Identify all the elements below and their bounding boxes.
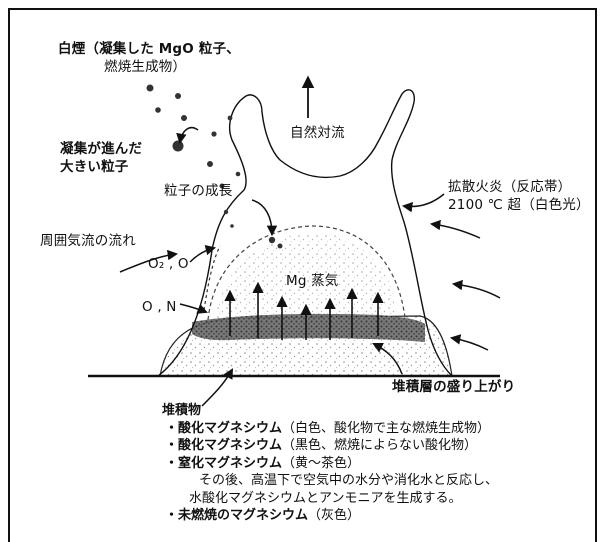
deposit-item-2-name: ・酸化マグネシウム xyxy=(165,438,282,453)
aggregated-particles-label-line1: 凝集が進んだ xyxy=(60,140,142,158)
diffusion-flame-label-line2: 2100 ℃ 超（白色光） xyxy=(448,196,590,214)
deposit-item-unburned-name: ・未燃焼のマグネシウム xyxy=(165,508,308,523)
deposits-list: 堆積物 ・酸化マグネシウム（白色、酸化物で主な燃焼生成物） ・酸化マグネシウム（… xyxy=(165,402,498,525)
deposit-item-1-name: ・酸化マグネシウム xyxy=(165,421,282,436)
diffusion-flame-label-line1: 拡散火炎（反応帯） xyxy=(448,178,571,196)
deposit-item-1: ・酸化マグネシウム（白色、酸化物で主な燃焼生成物） xyxy=(165,420,498,438)
deposit-rise-label: 堆積層の盛り上がり xyxy=(392,378,515,396)
natural-convection-label: 自然対流 xyxy=(290,124,345,142)
deposit-item-2: ・酸化マグネシウム（黒色、燃焼によらない酸化物） xyxy=(165,437,498,455)
deposit-item-unburned: ・未燃焼のマグネシウム（灰色） xyxy=(165,507,498,525)
nitride-note-line1: その後、高温下で空気中の水分や消化水と反応し、 xyxy=(165,472,498,490)
particle-growth-label: 粒子の成長 xyxy=(164,182,233,200)
white-smoke-text-1: 白煙（凝集した MgO 粒子、 xyxy=(58,41,240,57)
white-smoke-text-2: 燃焼生成物） xyxy=(104,59,186,75)
o-n-label: O , N xyxy=(142,298,177,316)
white-smoke-label-line2: 燃焼生成物） xyxy=(104,58,186,76)
deposit-item-1-desc: （白色、酸化物で主な燃焼生成物） xyxy=(282,421,490,436)
deposits-title: 堆積物 xyxy=(162,402,498,420)
o2-o-label: O₂ , O xyxy=(148,255,189,273)
deposit-item-3-name: ・窒化マグネシウム xyxy=(165,456,282,471)
aggregated-particles-label-line2: 大きい粒子 xyxy=(60,158,129,176)
ambient-flow-label: 周囲気流の流れ xyxy=(40,232,136,250)
deposit-item-3: ・窒化マグネシウム（黄～茶色） xyxy=(165,455,498,473)
mg-vapor-label: Mg 蒸気 xyxy=(286,272,339,290)
nitride-note-line2: 水酸化マグネシウムとアンモニアを生成する。 xyxy=(165,490,498,508)
deposit-item-3-desc: （黄～茶色） xyxy=(282,456,360,471)
reaction-zone-left xyxy=(204,246,220,310)
deposit-item-2-desc: （黒色、燃焼によらない酸化物） xyxy=(282,438,477,453)
white-smoke-label-line1: 白煙（凝集した MgO 粒子、 xyxy=(58,40,240,58)
deposit-item-unburned-desc: （灰色） xyxy=(308,508,360,523)
